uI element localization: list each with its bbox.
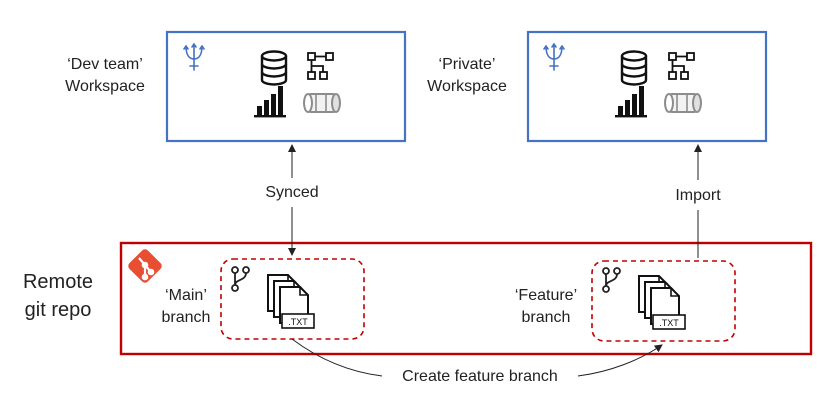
main-branch-label-line2: branch: [161, 309, 211, 326]
hierarchy-icon: [307, 52, 334, 80]
bar-chart-icon: [615, 86, 647, 118]
feature-branch-label-line2: branch: [521, 309, 571, 326]
feature-branch-box: [591, 260, 736, 342]
main-branch-label: ‘Main’ branch: [150, 285, 222, 329]
synced-label: Synced: [265, 184, 319, 201]
feature-file-stack-icon: [638, 275, 686, 330]
private-workspace-label-line2: Workspace: [427, 78, 507, 95]
hierarchy-icon: [668, 52, 695, 80]
dataflow-icon: [303, 93, 341, 113]
dataflow-icon: [664, 93, 702, 113]
branch-icon: [602, 267, 621, 293]
repo-label: Remote git repo: [6, 268, 110, 324]
private-workspace-label: ‘Private’ Workspace: [412, 54, 522, 98]
private-workspace-box: [526, 30, 768, 143]
import-label: Import: [675, 187, 721, 204]
repo-box: [119, 241, 813, 356]
main-branch-label-line1: ‘Main’: [165, 287, 207, 304]
database-icon: [620, 50, 648, 86]
dev-workspace-label-line1: ‘Dev team’: [67, 56, 143, 73]
create-branch-curve-right: [577, 344, 663, 377]
repo-label-line1: Remote: [22, 271, 94, 293]
repo-label-line2: git repo: [24, 299, 92, 321]
feature-branch-label-line1: ‘Feature’: [514, 287, 578, 304]
create-feature-branch-label: Create feature branch: [402, 368, 558, 385]
git-logo-glyph: [138, 257, 155, 281]
branch-icon: [231, 266, 250, 292]
create-branch-curve-left: [291, 338, 383, 377]
dev-workspace-label-line2: Workspace: [65, 78, 145, 95]
trident-icon: [183, 43, 205, 71]
feature-branch-label: ‘Feature’ branch: [500, 285, 592, 329]
main-file-ext: .TXT: [288, 317, 308, 327]
dev-workspace-box: [165, 30, 407, 143]
trident-icon: [543, 43, 565, 71]
database-icon: [260, 50, 288, 86]
dev-workspace-label: ‘Dev team’ Workspace: [50, 54, 160, 98]
private-workspace-label-line1: ‘Private’: [438, 56, 496, 73]
bar-chart-icon: [254, 86, 286, 118]
feature-file-ext: .TXT: [659, 318, 679, 328]
main-file-stack-icon: [267, 274, 315, 329]
